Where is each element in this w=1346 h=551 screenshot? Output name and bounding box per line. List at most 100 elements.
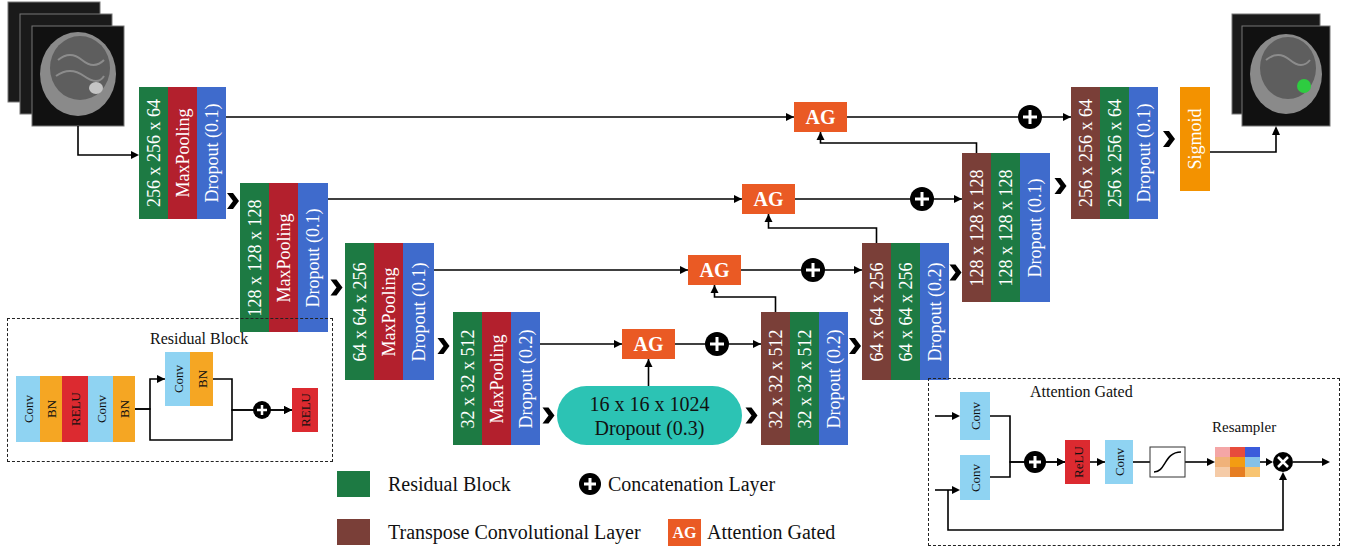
attention-gate-text: AG: [754, 188, 784, 211]
conv-op: Conv: [960, 392, 990, 440]
arrow-head: [614, 340, 622, 348]
attention-gate: AG: [622, 329, 675, 359]
arrow-head: [284, 406, 292, 414]
transpose-conv-layer: 32 x 32 x 512: [761, 312, 790, 445]
residual-block-text: 128 x 128 x 128: [246, 199, 264, 316]
transpose-conv-layer-text: 64 x 64 x 256: [868, 262, 886, 361]
input-mri-stack: [8, 2, 124, 126]
inset-panel-text: Attention Gated: [1030, 383, 1133, 401]
bottleneck-block-text: Dropout (0.3): [595, 416, 705, 440]
dropout-layer-text: Dropout (0.1): [1135, 104, 1153, 203]
transpose-conv-layer-text: 128 x 128 x 128: [968, 169, 986, 286]
legend-text: Attention Gated: [707, 520, 835, 544]
dropout-layer-text: Dropout (0.2): [825, 329, 843, 428]
conv-op-text: Conv: [94, 395, 107, 423]
input-arrow: [78, 126, 139, 159]
attention-gate: AG: [742, 184, 795, 214]
conv-op: Conv: [88, 376, 113, 442]
dropout-layer-text: Dropout (0.2): [517, 329, 535, 428]
legend-concat-symbol: [579, 473, 601, 495]
resampler-label: Resampler: [1212, 419, 1276, 436]
dropout-layer: Dropout (0.1): [1020, 153, 1050, 302]
chevron-arrow: [438, 338, 450, 354]
chevron-arrow: [331, 280, 343, 296]
output-arrow: [1210, 126, 1280, 152]
maxpool-layer-text: MaxPooling: [174, 108, 192, 197]
chevron-arrow: [1163, 131, 1175, 147]
transpose-conv-layer: 256 x 256 x 64: [1071, 87, 1100, 219]
inset-panel-text: Residual Block: [150, 330, 248, 348]
conv-op-text: Conv: [1113, 448, 1126, 476]
concat-symbol: [253, 401, 271, 419]
maxpool-layer: MaxPooling: [168, 87, 197, 219]
dropout-layer: Dropout (0.1): [298, 183, 328, 332]
concat-symbol: [1018, 105, 1042, 129]
arrow-head: [680, 266, 688, 274]
conv-op: Conv: [16, 376, 40, 442]
transpose-conv-layer: 64 x 64 x 256: [862, 243, 891, 380]
connector: [645, 359, 653, 386]
attention-gate-text: AG: [634, 333, 664, 356]
connector: [328, 195, 742, 203]
arrow-head: [1057, 458, 1065, 466]
residual-block: 128 x 128 x 128: [991, 153, 1020, 302]
bn-op-text: BN: [45, 400, 58, 418]
bottleneck-block: 16 x 16 x 1024Dropout (0.3): [557, 386, 742, 445]
connector: [135, 375, 165, 409]
residual-block: 64 x 64 x 256: [891, 243, 920, 380]
residual-block-text: 256 x 256 x 64: [1106, 99, 1124, 207]
dropout-layer-text: Dropout (0.1): [410, 262, 428, 361]
connector: [711, 285, 776, 312]
dropout-layer: Dropout (0.1): [403, 243, 434, 380]
residual-block-text: 32 x 32 x 512: [796, 329, 814, 428]
inset-panel: Attention GatedConvConvReLUConv: [928, 378, 1340, 546]
maxpool-layer: MaxPooling: [374, 243, 403, 380]
maxpool-layer-text: MaxPooling: [380, 267, 398, 356]
arrow-head: [645, 359, 653, 367]
arrow-head: [1063, 113, 1071, 121]
relu-op-text: RELU: [69, 392, 82, 426]
bn-op: BN: [113, 376, 135, 442]
attention-gate-text: AG: [806, 106, 836, 129]
residual-block-text: 256 x 256 x 64: [145, 99, 163, 207]
arrow-head: [284, 406, 292, 414]
concat-symbol: [801, 258, 825, 282]
arrow-head: [711, 285, 719, 293]
sigmoid-layer-text: Sigmoid: [1186, 108, 1204, 169]
dropout-layer: Dropout (0.1): [1129, 87, 1158, 219]
residual-block: 32 x 32 x 512: [790, 312, 819, 445]
bn-op-text: BN: [118, 400, 131, 418]
dropout-layer-text: Dropout (0.2): [926, 262, 944, 361]
resampler-grid: [1215, 447, 1260, 477]
sigmoid-symbol: [1150, 447, 1185, 477]
chevron-arrow: [227, 193, 239, 209]
conv-op: Conv: [960, 455, 990, 500]
connector: [817, 132, 977, 153]
connector: [226, 113, 794, 121]
attention-gate-text: AG: [700, 259, 730, 282]
residual-block-text: 64 x 64 x 256: [351, 262, 369, 361]
conv-op-text: Conv: [969, 463, 982, 491]
concat-symbol: [910, 187, 934, 211]
bn-op-text: BN: [195, 370, 208, 388]
relu-op: RELU: [62, 376, 88, 442]
connector: [540, 340, 622, 348]
residual-block: 128 x 128 x 128: [240, 183, 269, 332]
swatch-label: AG: [668, 519, 701, 546]
chevron-arrow: [950, 265, 962, 281]
bottleneck-block-text: 16 x 16 x 1024: [590, 392, 710, 416]
dropout-layer-text: Dropout (0.1): [203, 104, 221, 203]
multiply-symbol: [1273, 452, 1293, 472]
conv-op-text: Conv: [969, 402, 982, 430]
conv-op-text: Conv: [171, 365, 184, 393]
dropout-layer: Dropout (0.1): [197, 87, 226, 219]
transpose-conv-layer-text: 32 x 32 x 512: [767, 329, 785, 428]
dropout-layer: Dropout (0.2): [920, 243, 949, 380]
residual-block: 256 x 256 x 64: [139, 87, 168, 219]
residual-block: 32 x 32 x 512: [453, 312, 482, 445]
conv-op: Conv: [1105, 440, 1133, 484]
connector: [795, 195, 962, 203]
maxpool-layer: MaxPooling: [482, 312, 511, 445]
